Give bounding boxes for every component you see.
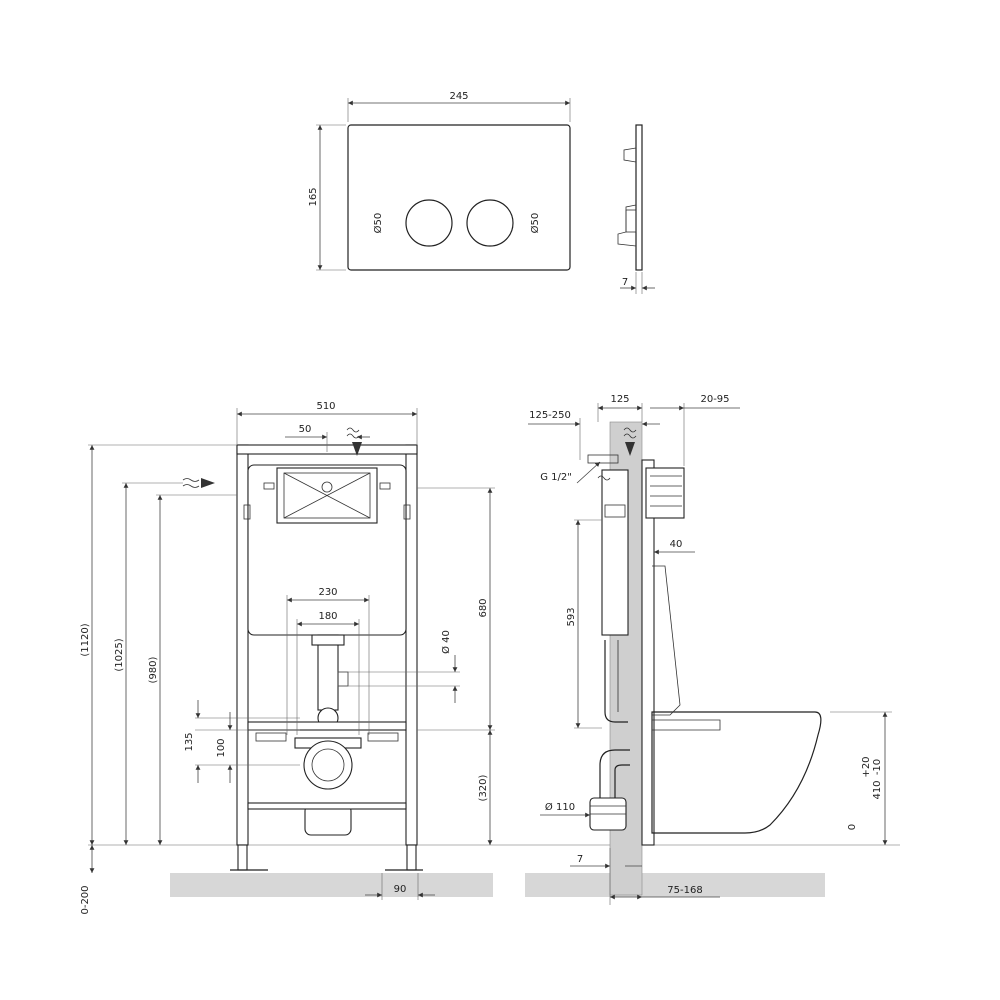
zero-level-label: 0 [847,824,858,830]
height-1120-label: (1120) [80,623,91,656]
water-inlet-icon [182,427,362,488]
installation-side-view [587,421,822,896]
flush-plate-side-view: 7 [617,124,655,294]
seat-height-plus-label: +20 [861,756,872,777]
toilet-bowl [651,711,822,834]
outlet-pipe-diameter-label: Ø 40 [440,630,452,654]
bolt-height-135-label: 135 [184,732,195,751]
inlet-thread-label: G 1/2" [540,472,572,483]
toilet-seat-lid [652,565,681,716]
side-view-dimensions: 125 125-250 20-95 G 1/2" 40 593 Ø 110 7 … [528,394,892,905]
button-left-diameter-label: Ø50 [372,213,384,234]
button-right-diameter-label: Ø50 [529,213,541,234]
plate-thickness-label: 7 [622,277,628,288]
flush-plate-front-view: 245 165 Ø50 Ø50 [308,91,571,271]
inlet-offset-label: 50 [299,424,312,435]
installation-frame-front-view [230,444,423,871]
plate-width-label: 245 [449,91,468,102]
plate-height-label: 165 [308,187,319,206]
floor-side [525,873,825,897]
side-inlet-arrow-icon [597,427,637,481]
outlet-span-outer-label: 230 [318,587,337,598]
leg-adjust-label: 0-200 [80,885,91,914]
seat-height-minus-label: -10 [872,759,883,775]
height-320-label: (320) [478,774,489,801]
height-1025-label: (1025) [114,638,125,671]
frame-width-label: 510 [316,401,335,412]
front-view-dimensions: 510 50 230 180 Ø 40 (1120) (1025) (980) … [80,401,495,915]
height-680-label: 680 [478,598,489,617]
wall-range-label: 75-168 [667,885,702,896]
floor-front [170,873,493,897]
depth-125-label: 125 [610,394,629,405]
adjust-20-95-label: 20-95 [700,394,729,405]
cistern-side [601,469,629,636]
flush-button-left [405,199,453,247]
wall-gap-label: 7 [577,854,583,865]
drain-diameter-label: Ø 110 [545,801,575,813]
offset-40-label: 40 [670,539,683,550]
depth-125-250-label: 125-250 [529,410,571,421]
flush-button-right [466,199,514,247]
cistern-height-label: 593 [566,607,577,626]
foot-width-label: 90 [394,884,407,895]
seat-height-label: 410 [872,780,883,799]
outlet-span-inner-label: 180 [318,611,337,622]
bolt-height-100-label: 100 [216,738,227,757]
height-980-label: (980) [148,656,159,683]
